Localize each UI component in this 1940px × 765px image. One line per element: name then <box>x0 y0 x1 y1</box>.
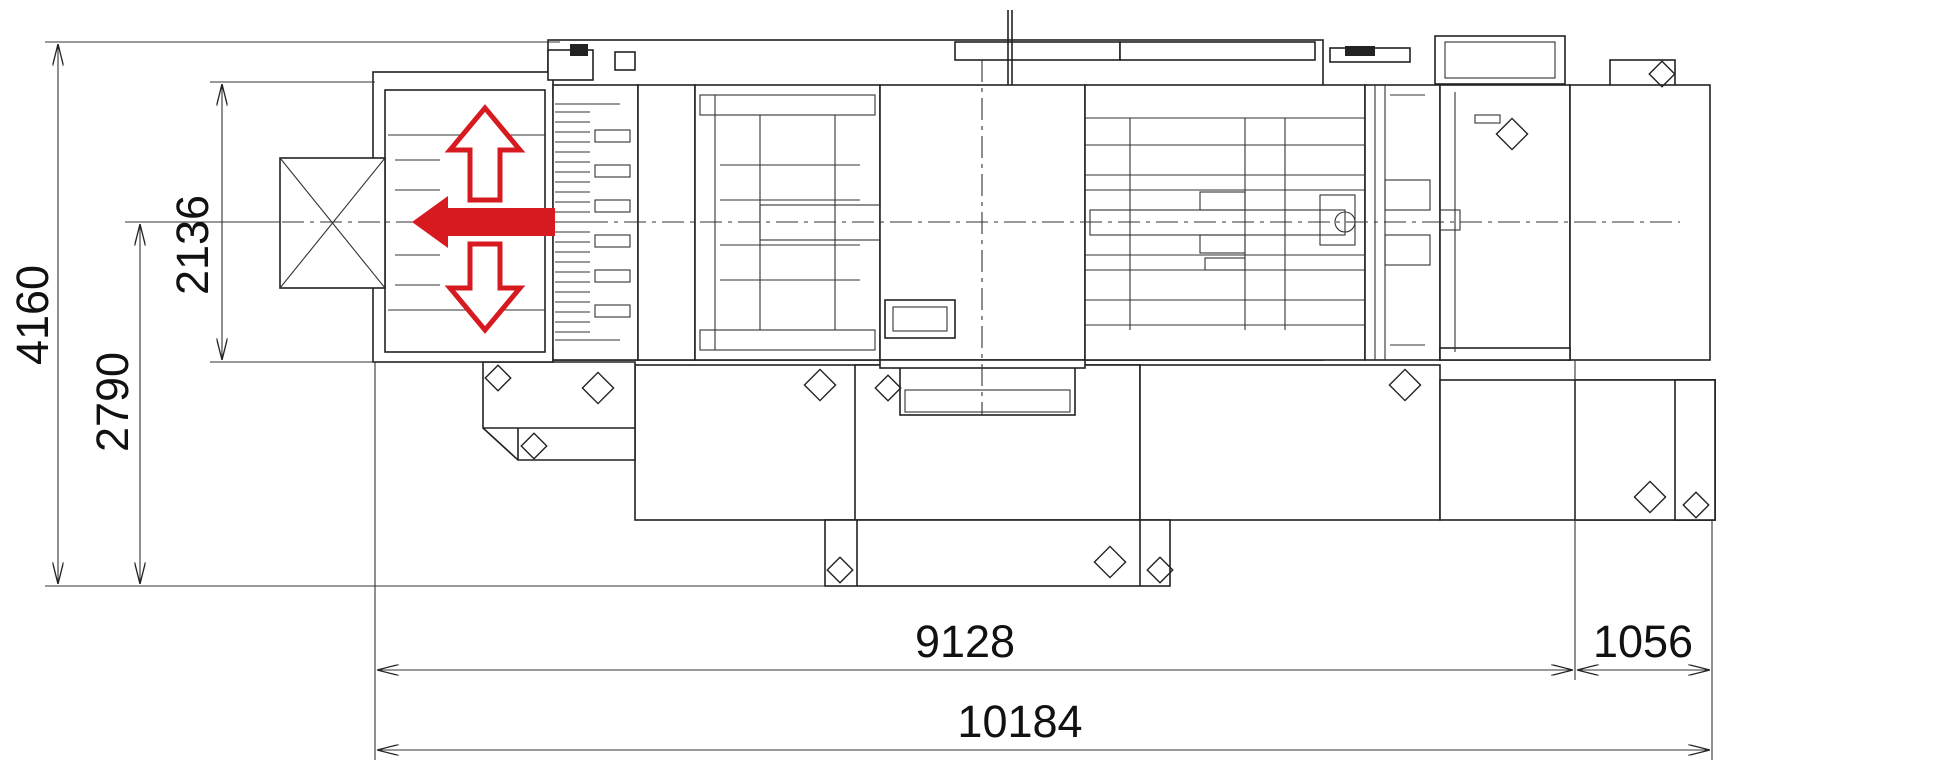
dim-label-inner-width: 2136 <box>167 195 218 295</box>
dimension-inner-width: 2136 <box>167 81 375 363</box>
four-way-arrow-icon <box>412 104 555 334</box>
center-lines <box>130 60 1680 415</box>
dim-label-length-main: 9128 <box>915 616 1015 667</box>
dim-label-length-extension: 1056 <box>1593 616 1693 667</box>
dim-label-length-total: 10184 <box>957 696 1082 747</box>
dim-label-total-height: 4160 <box>7 265 58 365</box>
dim-label-height-to-centerline: 2790 <box>87 352 138 452</box>
dimension-length-extension: 1056 <box>1577 616 1710 670</box>
dimension-total-height: 4160 <box>7 41 825 587</box>
dimension-length-main: 9128 <box>374 360 1713 760</box>
dimension-length-total: 10184 <box>377 696 1710 750</box>
anchor-hatch-marks <box>484 60 1710 584</box>
feed-inlet <box>279 157 386 289</box>
dimension-height-to-centerline: 2790 <box>87 221 280 584</box>
